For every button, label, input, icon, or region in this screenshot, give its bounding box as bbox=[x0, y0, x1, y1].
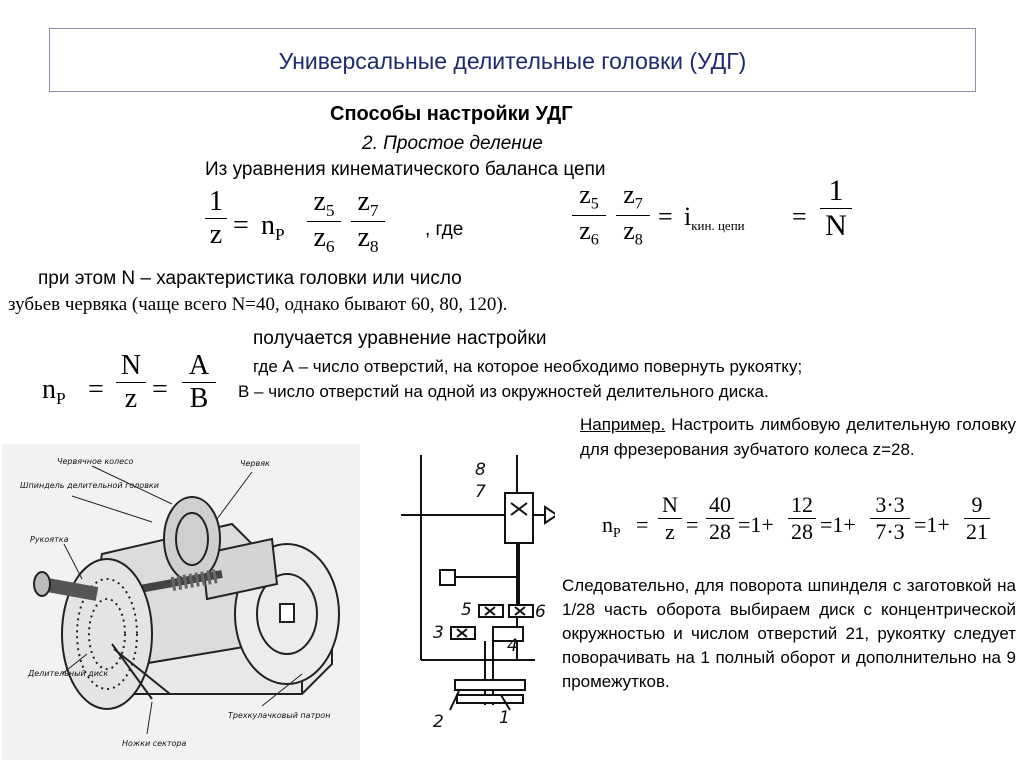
eq1-z7: z bbox=[357, 186, 370, 217]
scheme-label-8: 8 bbox=[475, 460, 486, 480]
slide-title: Универсальные делительные головки (УДГ) bbox=[278, 48, 747, 74]
eq1-suffix: , где bbox=[425, 219, 464, 240]
eq4-eq-1: = bbox=[636, 512, 649, 537]
kinematic-scheme: 8 7 5 6 3 4 2 1 bbox=[395, 455, 559, 760]
eq2-z6: z bbox=[579, 215, 591, 245]
eq3-N: N bbox=[120, 350, 142, 381]
eq4-one-1: 1 bbox=[750, 512, 762, 537]
n-description-line-1: при этом N – характеристика головки или … bbox=[38, 268, 462, 289]
title-box: Универсальные делительные головки (УДГ) bbox=[49, 28, 976, 92]
eq4-f3d: 28 bbox=[791, 519, 813, 544]
eq2-z5: z bbox=[579, 180, 591, 209]
equation-1: 1 z = nP z5 z6 z7 z8 bbox=[195, 180, 395, 270]
eq4-f5d: 21 bbox=[966, 519, 988, 544]
dividing-head-drawing: Червячное колесо Шпиндель делительной го… bbox=[20, 457, 340, 748]
scheme-label-4: 4 bbox=[507, 636, 518, 656]
eq1-lhs-num: 1 bbox=[209, 186, 223, 217]
example-paragraph: Например. Настроить лимбовую делительную… bbox=[580, 412, 1016, 462]
eq4-plus-2: + bbox=[843, 512, 856, 537]
balance-intro: Из уравнения кинематического баланса цеп… bbox=[205, 159, 606, 180]
eq1-sub-6: 6 bbox=[325, 237, 335, 257]
eq1-sub-7: 7 bbox=[369, 201, 379, 221]
eq2-equals-1: = bbox=[658, 202, 673, 231]
scheme-label-5: 5 bbox=[461, 600, 472, 620]
eq4-f1n: N bbox=[662, 492, 678, 517]
setup-heading: получается уравнение настройки bbox=[253, 328, 547, 349]
eq4-eq-3: = bbox=[738, 512, 751, 537]
scheme-label-7: 7 bbox=[475, 482, 486, 502]
eq4-f2d: 28 bbox=[709, 519, 731, 544]
eq2-z8: z bbox=[623, 215, 635, 245]
kinematic-scheme-drawing: 8 7 5 6 3 4 2 1 bbox=[401, 455, 559, 732]
where-a: где А – число отверстий, на которое необ… bbox=[253, 357, 803, 376]
eq1-np-sub: P bbox=[275, 225, 285, 245]
equation-2: z5 z6 z7 z8 = iкин. цепи = 1 N bbox=[572, 176, 872, 266]
eq3-np-sub: P bbox=[56, 389, 66, 409]
eq1-np: n bbox=[261, 210, 275, 241]
eq1-sub-8: 8 bbox=[369, 237, 379, 257]
label-disk: Делительный диск bbox=[27, 669, 108, 678]
label-handle: Рукоятка bbox=[30, 535, 69, 544]
eq4-f2n: 40 bbox=[709, 492, 731, 517]
eq2-sub-6: 6 bbox=[590, 231, 599, 249]
eq1-sub-5: 5 bbox=[325, 201, 335, 221]
eq4-f4n: 3·3 bbox=[875, 492, 905, 517]
label-spindle: Шпиндель делительной головки bbox=[20, 481, 159, 490]
eq1-z6: z bbox=[313, 222, 326, 254]
subsection-heading: 2. Простое деление bbox=[362, 133, 543, 154]
eq2-rhs-den: N bbox=[825, 209, 847, 242]
eq4-plus-1: + bbox=[761, 512, 774, 537]
label-worm-wheel: Червячное колесо bbox=[57, 457, 133, 466]
example-label: Например. bbox=[580, 415, 666, 434]
eq3-B: B bbox=[189, 383, 209, 414]
eq1-equals: = bbox=[233, 210, 249, 241]
eq4-eq-5: = bbox=[914, 512, 927, 537]
equation-3: nP = N z = A B bbox=[42, 350, 232, 430]
label-worm: Червяк bbox=[240, 459, 270, 468]
scheme-label-2: 2 bbox=[433, 712, 444, 732]
eq1-z5: z bbox=[313, 186, 326, 217]
eq2-equals-2: = bbox=[792, 202, 807, 231]
conclusion-paragraph: Следовательно, для поворота шпинделя с з… bbox=[562, 576, 1016, 691]
n-description-line-2: зубьев червяка (чаще всего N=40, однако … bbox=[8, 294, 508, 315]
eq2-i: i bbox=[684, 202, 692, 231]
eq4-f3n: 12 bbox=[791, 492, 813, 517]
eq4-one-3: 1 bbox=[926, 512, 938, 537]
eq4-eq-2: = bbox=[686, 512, 699, 537]
eq2-i-sub: кин. цепи bbox=[691, 218, 745, 234]
eq1-z8: z bbox=[357, 222, 370, 254]
eq4-plus-3: + bbox=[937, 512, 950, 537]
eq3-equals-1: = bbox=[88, 374, 104, 405]
eq4-one-2: 1 bbox=[832, 512, 844, 537]
eq3-equals-2: = bbox=[152, 374, 168, 405]
label-sector: Ножки сектора bbox=[122, 739, 186, 748]
eq4-np-sub: P bbox=[613, 524, 621, 540]
eq2-sub-7: 7 bbox=[634, 195, 643, 213]
eq1-lhs-den: z bbox=[209, 219, 223, 250]
scheme-label-3: 3 bbox=[433, 623, 444, 643]
section-heading: Способы настройки УДГ bbox=[330, 103, 573, 125]
eq3-A: A bbox=[188, 350, 210, 381]
eq2-sub-5: 5 bbox=[590, 195, 599, 213]
eq3-z: z bbox=[124, 383, 138, 414]
eq4-f1d: z bbox=[665, 519, 675, 544]
dividing-head-figure: Червячное колесо Шпиндель делительной го… bbox=[2, 444, 360, 760]
eq2-z7: z bbox=[623, 180, 635, 209]
eq4-eq-4: = bbox=[820, 512, 833, 537]
scheme-label-6: 6 bbox=[535, 602, 546, 622]
where-b: В – число отверстий на одной из окружнос… bbox=[238, 382, 769, 401]
eq3-np: n bbox=[42, 374, 56, 405]
scheme-label-1: 1 bbox=[499, 708, 510, 728]
eq2-sub-8: 8 bbox=[634, 231, 643, 249]
eq4-f5n: 9 bbox=[971, 492, 983, 517]
example-text: Настроить лимбовую делительную головку д… bbox=[580, 415, 1016, 459]
label-chuck: Трехкулачковый патрон bbox=[228, 711, 330, 720]
eq4-np: n bbox=[602, 512, 613, 537]
eq4-f4d: 7·3 bbox=[875, 519, 905, 544]
eq2-rhs-num: 1 bbox=[828, 174, 844, 207]
